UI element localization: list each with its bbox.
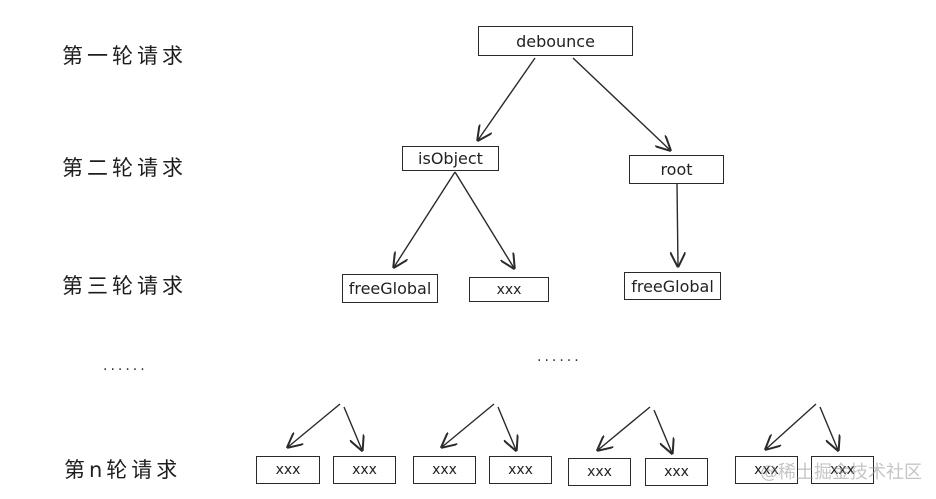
ellipsis-center: ...... [537, 349, 582, 365]
node-bottom-2: xxx [333, 456, 396, 484]
node-bottom-6: xxx [645, 458, 708, 486]
edge-debounce-isObject [478, 57, 536, 140]
edge-bottom-1b [343, 406, 362, 450]
node-isObject: isObject [402, 146, 499, 171]
node-bottom-4: xxx [489, 456, 552, 484]
level-label-2: 第二轮请求 [62, 156, 187, 180]
node-bottom-5: xxx [568, 458, 631, 486]
node-freeGlobal-1: freeGlobal [342, 274, 438, 303]
edge-bottom-3a [598, 406, 651, 450]
node-root: root [629, 155, 724, 184]
edge-bottom-4a [766, 403, 817, 449]
level-label-1: 第一轮请求 [62, 44, 187, 68]
edge-bottom-1a [288, 403, 341, 447]
node-bottom-8: xxx [811, 456, 874, 484]
node-bottom-1: xxx [256, 456, 320, 484]
node-freeGlobal-2: freeGlobal [624, 272, 721, 300]
edge-bottom-3b [653, 409, 672, 453]
node-debounce: debounce [478, 26, 633, 56]
node-bottom-3: xxx [413, 456, 476, 484]
edge-isObject-xxx [454, 171, 514, 268]
edge-isObject-freeGlobal [394, 171, 456, 267]
edge-bottom-2a [442, 403, 495, 447]
watermark: @稀土掘金技术社区 [760, 462, 922, 483]
node-bottom-7: xxx [735, 456, 798, 484]
edge-bottom-4b [819, 406, 838, 450]
level-label-3: 第三轮请求 [62, 274, 187, 298]
level-label-n: 第n轮请求 [64, 458, 182, 482]
edge-bottom-2b [497, 406, 516, 450]
edge-debounce-root [572, 57, 670, 150]
node-xxx-level3: xxx [469, 277, 549, 302]
ellipsis-left: ...... [103, 358, 148, 374]
edge-root-freeGlobal [677, 183, 678, 266]
